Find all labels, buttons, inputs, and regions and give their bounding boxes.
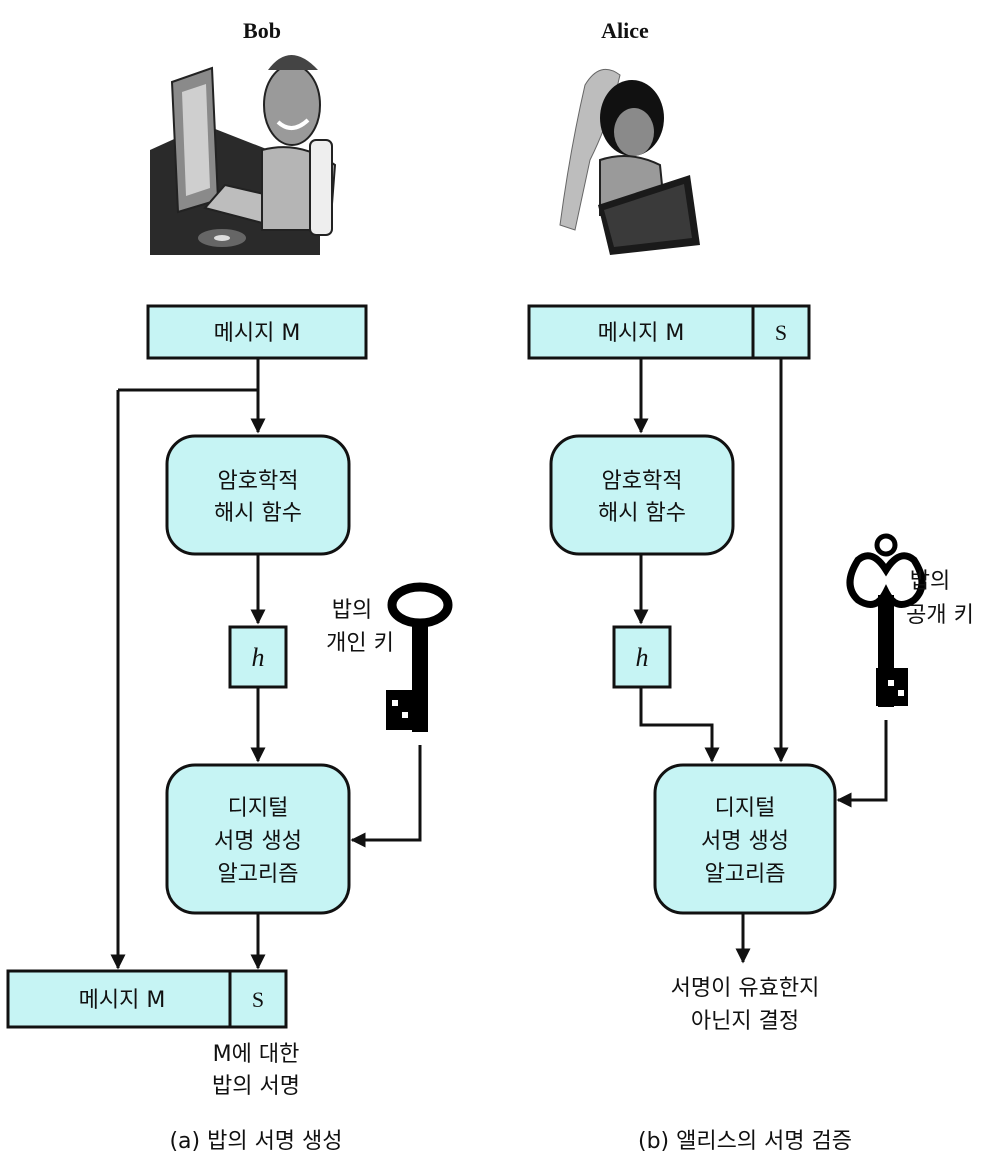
bob-output-signature-label: S bbox=[252, 987, 264, 1012]
alice-caption: (b) 앨리스의 서명 검증 bbox=[638, 1129, 852, 1154]
bob-output-message-label: 메시지 M bbox=[79, 988, 166, 1013]
bob-key-label-line2: 개인 키 bbox=[326, 631, 394, 656]
bob-message-label: 메시지 M bbox=[214, 321, 301, 346]
bob-alg-line1: 디지털 bbox=[228, 796, 289, 821]
alice-hash-value: h bbox=[636, 643, 649, 672]
bob-name: Bob bbox=[243, 18, 281, 43]
bob-hash-line2: 해시 함수 bbox=[214, 501, 302, 526]
bob-message-box bbox=[146, 304, 368, 360]
alice-signature-box bbox=[751, 304, 811, 360]
alice-signature-algorithm-box bbox=[653, 763, 837, 915]
bob-caption: (a) 밥의 서명 생성 bbox=[169, 1129, 342, 1154]
alice-at-laptop-illustration bbox=[559, 68, 700, 255]
alice-key-label-line1: 밥의 bbox=[910, 569, 950, 594]
bob-signature-note-line1: M에 대한 bbox=[213, 1042, 300, 1067]
bob-output-signature-box bbox=[228, 969, 288, 1029]
bob-alg-line2: 서명 생성 bbox=[214, 829, 302, 854]
alice-hash-line2: 해시 함수 bbox=[598, 501, 686, 526]
bob-hash-line1: 암호학적 bbox=[218, 469, 299, 494]
alice-message-label: 메시지 M bbox=[598, 321, 685, 346]
bob-key-label-line1: 밥의 bbox=[332, 598, 372, 623]
alice-hash-line1: 암호학적 bbox=[602, 469, 683, 494]
bob-hash-function-box bbox=[165, 434, 351, 556]
alice-result-line2: 아닌지 결정 bbox=[691, 1009, 799, 1034]
alice-message-box bbox=[527, 304, 755, 360]
alice-name: Alice bbox=[601, 18, 649, 43]
bob-signature-note-line2: 밥의 서명 bbox=[212, 1074, 300, 1099]
alice-signature-label: S bbox=[775, 320, 787, 345]
alice-alg-line3: 알고리즘 bbox=[705, 862, 786, 887]
alice-alg-line1: 디지털 bbox=[715, 796, 776, 821]
alice-result-line1: 서명이 유효한지 bbox=[671, 976, 820, 1001]
bob-hash-value: h bbox=[252, 643, 265, 672]
alice-hash-function-box bbox=[549, 434, 735, 556]
bob-at-computer-illustration bbox=[150, 55, 337, 255]
bob-alg-line3: 알고리즘 bbox=[218, 862, 299, 887]
private-key-icon bbox=[386, 582, 453, 732]
alice-key-label-line2: 공개 키 bbox=[906, 603, 974, 628]
alice-alg-line2: 서명 생성 bbox=[701, 829, 789, 854]
public-key-icon bbox=[846, 533, 926, 707]
